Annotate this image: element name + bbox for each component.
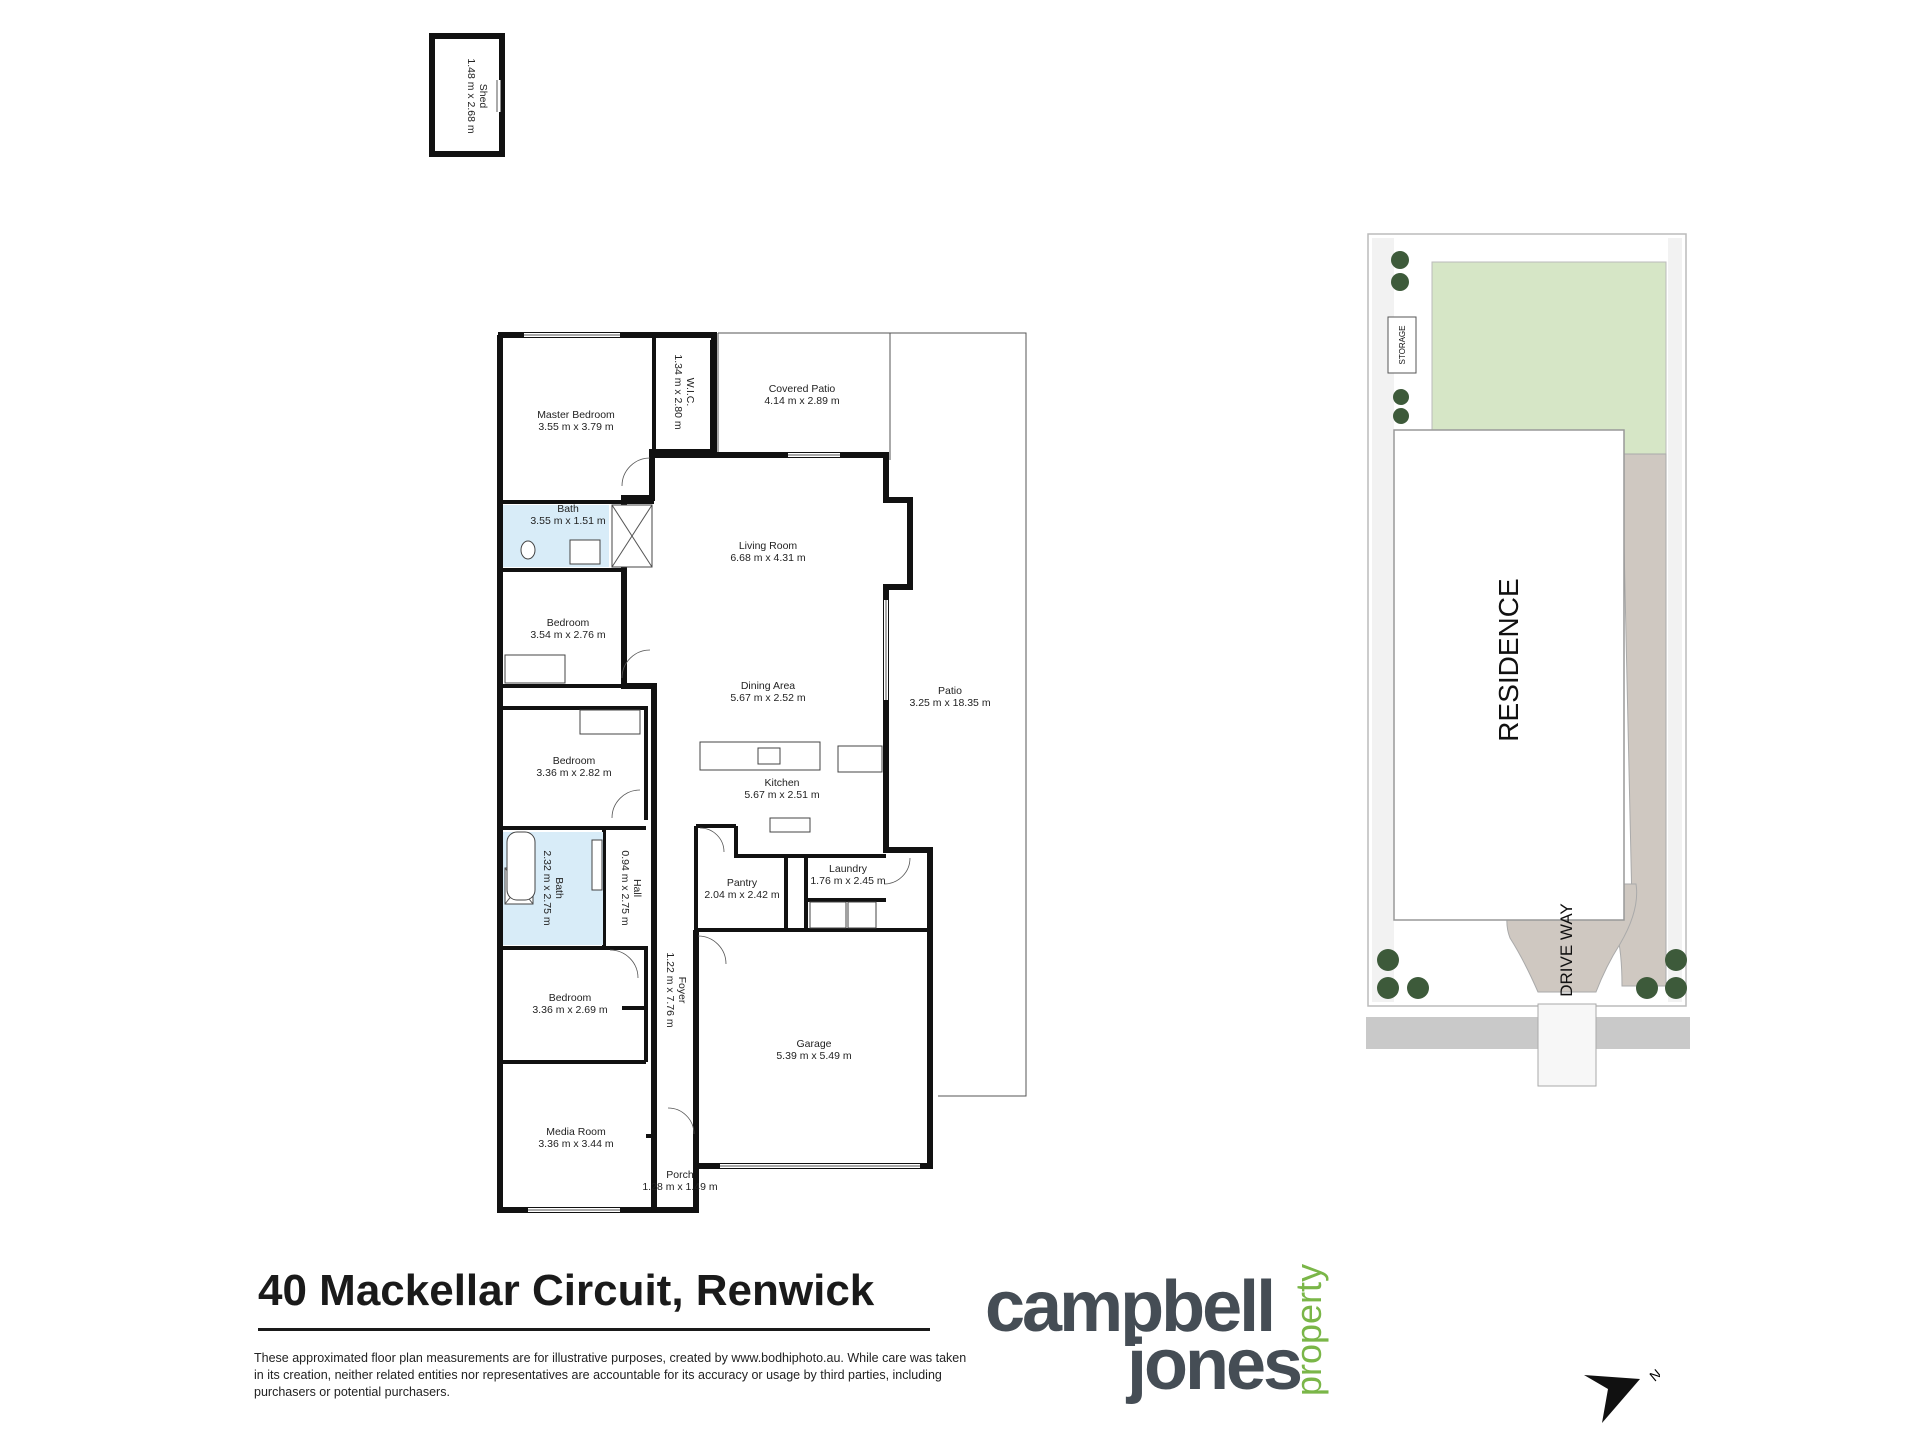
disclaimer-text: These approximated floor plan measuremen… bbox=[254, 1351, 967, 1399]
house-walls bbox=[497, 332, 933, 1213]
logo-line-2: jones bbox=[1127, 1325, 1303, 1405]
room-hall-size: 0.94 m x 2.75 m bbox=[619, 850, 631, 926]
road bbox=[1366, 1017, 1690, 1049]
room-porch-size: 1.28 m x 1.49 m bbox=[642, 1181, 718, 1193]
room-shed-size: 1.48 m x 2.68 m bbox=[465, 58, 477, 134]
residence-label: RESIDENCE bbox=[1493, 578, 1524, 741]
driveway-label: DRIVE WAY bbox=[1557, 903, 1576, 997]
room-labels: Shed 1.48 m x 2.68 m Master Bedroom 3.55… bbox=[465, 58, 991, 1193]
room-bedroom-2-name: Bedroom bbox=[553, 755, 596, 767]
room-media-room-size: 3.36 m x 3.44 m bbox=[538, 1138, 614, 1150]
room-media-room-name: Media Room bbox=[546, 1126, 606, 1138]
room-foyer-name: Foyer bbox=[676, 977, 688, 1004]
door-swings bbox=[609, 457, 911, 1135]
campbell-jones-logo: campbell jones property bbox=[985, 1264, 1335, 1418]
room-bath-1-name: Bath bbox=[557, 503, 579, 515]
room-laundry-size: 1.76 m x 2.45 m bbox=[810, 875, 886, 887]
room-covered-patio-name: Covered Patio bbox=[769, 383, 836, 395]
lawn bbox=[1431, 261, 1667, 455]
room-bath-1-size: 3.55 m x 1.51 m bbox=[530, 515, 606, 527]
room-covered-patio-size: 4.14 m x 2.89 m bbox=[764, 395, 840, 407]
room-shed-name: Shed bbox=[477, 84, 489, 109]
shed bbox=[429, 33, 505, 157]
shrubs bbox=[1377, 251, 1687, 999]
site-plan bbox=[1366, 233, 1690, 1087]
room-patio-name: Patio bbox=[938, 685, 962, 697]
room-garage-name: Garage bbox=[796, 1038, 831, 1050]
room-living-room-name: Living Room bbox=[739, 540, 798, 552]
room-porch-name: Porch bbox=[666, 1169, 694, 1181]
room-bedroom-3-name: Bedroom bbox=[549, 992, 592, 1004]
residence-block bbox=[1393, 429, 1625, 921]
room-master-bedroom-size: 3.55 m x 3.79 m bbox=[538, 421, 614, 433]
room-pantry-name: Pantry bbox=[727, 877, 758, 889]
logo-sub-property: property bbox=[1288, 1263, 1329, 1396]
room-bedroom-1-name: Bedroom bbox=[547, 617, 590, 629]
room-bedroom-2-size: 3.36 m x 2.82 m bbox=[536, 767, 612, 779]
side-strip-right bbox=[1668, 238, 1682, 1002]
room-wic-name: W.I.C. bbox=[684, 378, 696, 407]
room-kitchen-name: Kitchen bbox=[764, 777, 799, 789]
room-garage-size: 5.39 m x 5.49 m bbox=[776, 1050, 852, 1062]
storage-box bbox=[1387, 316, 1417, 374]
room-hall-name: Hall bbox=[631, 879, 643, 897]
room-laundry-name: Laundry bbox=[829, 863, 868, 875]
north-label: N bbox=[1646, 1366, 1660, 1385]
fixtures bbox=[503, 504, 883, 945]
room-dining-area-name: Dining Area bbox=[741, 680, 795, 692]
room-living-room-size: 6.68 m x 4.31 m bbox=[730, 552, 806, 564]
room-dining-area-size: 5.67 m x 2.52 m bbox=[730, 692, 806, 704]
windows bbox=[524, 333, 920, 1212]
storage-label: STORAGE bbox=[1398, 326, 1407, 365]
room-kitchen-size: 5.67 m x 2.51 m bbox=[744, 789, 820, 801]
room-bedroom-1-size: 3.54 m x 2.76 m bbox=[530, 629, 606, 641]
room-bedroom-3-size: 3.36 m x 2.69 m bbox=[532, 1004, 608, 1016]
room-master-bedroom-name: Master Bedroom bbox=[537, 409, 615, 421]
property-address: 40 Mackellar Circuit, Renwick bbox=[258, 1266, 930, 1331]
room-bath-2-size: 2.32 m x 2.75 m bbox=[541, 850, 553, 926]
crossover bbox=[1537, 1003, 1597, 1087]
logo-line-1: campbell bbox=[985, 1267, 1276, 1347]
room-bath-2-name: Bath bbox=[553, 877, 565, 899]
room-foyer-size: 1.22 m x 7.76 m bbox=[664, 952, 676, 1028]
side-strip-left bbox=[1372, 238, 1394, 1002]
north-arrow-icon: N bbox=[1584, 1366, 1660, 1423]
room-wic-size: 1.34 m x 2.80 m bbox=[672, 354, 684, 430]
room-pantry-size: 2.04 m x 2.42 m bbox=[704, 889, 780, 901]
room-patio-size: 3.25 m x 18.35 m bbox=[909, 697, 990, 709]
patio-outline bbox=[717, 332, 1027, 1097]
